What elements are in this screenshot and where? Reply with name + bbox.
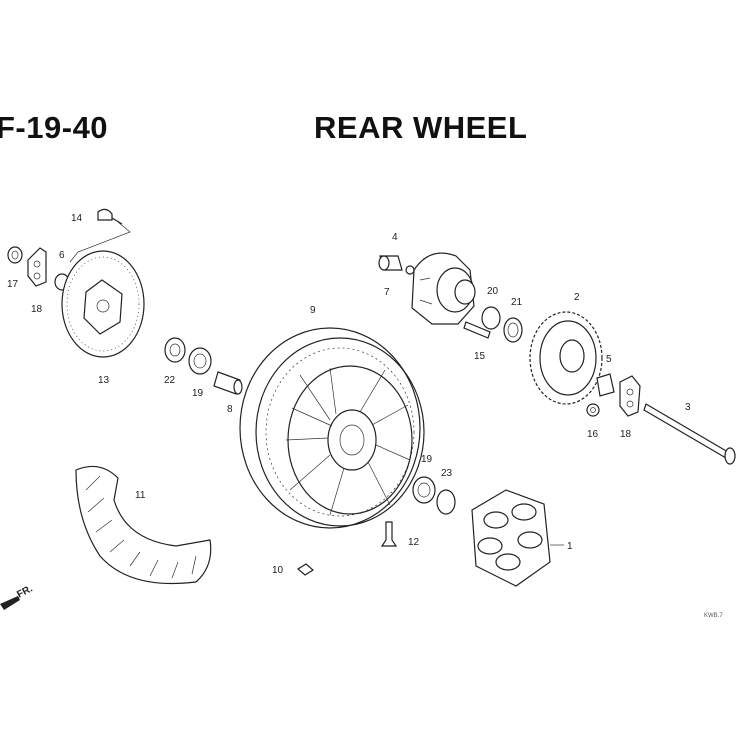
callout-19-right: 19	[421, 454, 433, 465]
part-oring-21[interactable]	[503, 317, 523, 343]
callout-19-left: 19	[192, 388, 204, 399]
callout-9: 9	[310, 305, 316, 316]
part-bearing-19-right[interactable]	[412, 476, 436, 504]
part-bearing-19-left[interactable]	[188, 347, 212, 375]
part-nut-16[interactable]	[586, 403, 600, 417]
front-label: FR.	[15, 583, 35, 600]
part-spacer-8[interactable]	[213, 371, 243, 395]
callout-13: 13	[98, 375, 110, 386]
part-damper-rubber-1[interactable]	[471, 489, 551, 587]
callout-18-left: 18	[31, 304, 43, 315]
part-sprocket-2[interactable]	[529, 311, 603, 405]
part-final-driven-flange[interactable]	[411, 252, 476, 325]
figure-code: KWB.7	[704, 613, 723, 619]
callout-8: 8	[227, 404, 233, 415]
part-bearing-22[interactable]	[164, 337, 186, 363]
part-axle-3[interactable]	[643, 403, 736, 465]
part-collar-17[interactable]	[7, 246, 23, 264]
callout-16: 16	[587, 429, 599, 440]
callout-6: 6	[59, 250, 65, 261]
part-valve-12[interactable]	[380, 521, 398, 547]
callout-12: 12	[408, 537, 420, 548]
part-brake-disc-13[interactable]	[61, 250, 145, 358]
part-bolt-14[interactable]	[69, 208, 131, 263]
callout-labels: 1 2 3 4 5 6 7 8 9 10 11 12 13 14 15 16 1…	[7, 213, 691, 576]
part-tire-11[interactable]	[75, 465, 212, 585]
callout-14: 14	[71, 213, 83, 224]
callout-23: 23	[441, 468, 453, 479]
callout-15: 15	[474, 351, 486, 362]
callout-4: 4	[392, 232, 398, 243]
part-collar-5[interactable]	[596, 373, 615, 397]
part-bracket-18-left[interactable]	[27, 247, 47, 287]
part-bolt-15[interactable]	[463, 321, 491, 339]
callout-20: 20	[487, 286, 499, 297]
callout-11: 11	[135, 490, 146, 501]
part-washer-20[interactable]	[481, 306, 501, 330]
callout-7: 7	[384, 287, 390, 298]
part-balance-weight-10[interactable]	[296, 563, 315, 576]
callout-1: 1	[567, 541, 573, 552]
callout-3: 3	[685, 402, 691, 413]
part-nut-7[interactable]	[405, 265, 415, 275]
diagram-code: F-19-40	[0, 110, 109, 145]
diagram-title: REAR WHEEL	[314, 110, 528, 145]
callout-2: 2	[574, 292, 580, 303]
part-wheel-9[interactable]	[239, 327, 425, 529]
callout-22: 22	[164, 375, 176, 386]
part-collar-4[interactable]	[378, 255, 403, 271]
callout-10: 10	[272, 565, 284, 576]
callout-18-right: 18	[620, 429, 632, 440]
callout-21: 21	[511, 297, 523, 308]
part-bracket-18-right[interactable]	[619, 375, 641, 417]
front-direction-arrow: FR.	[0, 583, 35, 610]
callout-5: 5	[606, 354, 612, 365]
part-oring-23[interactable]	[436, 489, 456, 515]
callout-17: 17	[7, 279, 19, 290]
